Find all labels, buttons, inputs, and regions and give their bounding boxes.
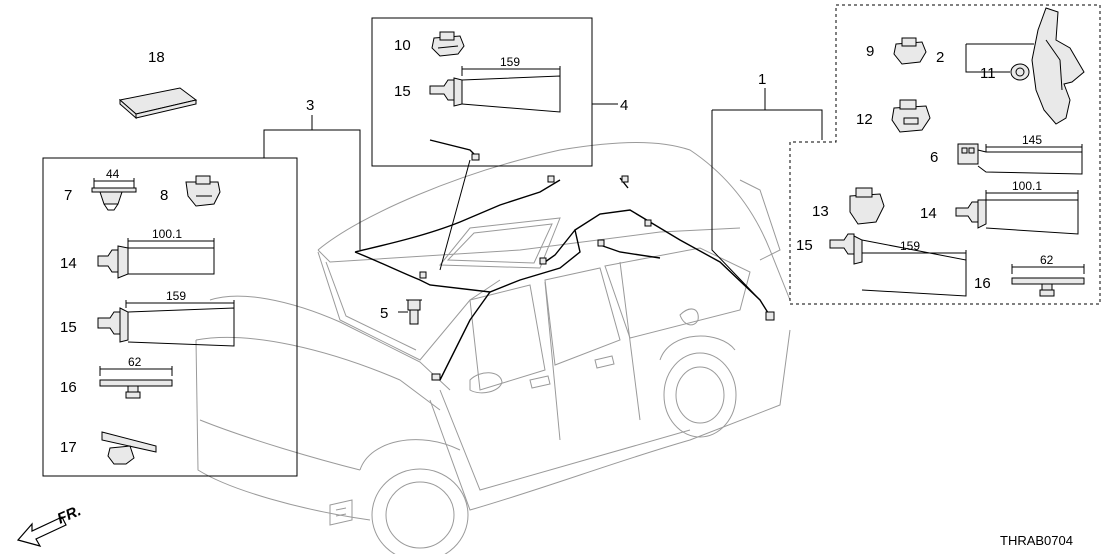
callout-1: 1 bbox=[758, 71, 766, 88]
clip-15-right bbox=[829, 233, 967, 297]
clip-15-top bbox=[429, 66, 561, 113]
dimension-6: 145 bbox=[1022, 133, 1042, 147]
front-marker-label: FR. bbox=[55, 502, 84, 527]
callout-10: 10 bbox=[394, 37, 411, 54]
top-detail-box bbox=[371, 17, 593, 167]
front-arrow-icon bbox=[16, 516, 67, 547]
right-detail-box bbox=[789, 4, 1101, 305]
clip-7 bbox=[91, 178, 137, 211]
callout-6: 6 bbox=[930, 149, 938, 166]
callout-5: 5 bbox=[380, 305, 388, 322]
sensor-bracket-2 bbox=[1031, 7, 1085, 125]
callout-11: 11 bbox=[980, 65, 996, 82]
callout-16-right: 16 bbox=[974, 275, 991, 292]
clip-6 bbox=[957, 143, 1083, 175]
dimension-15-left: 159 bbox=[166, 289, 186, 303]
dimension-7: 44 bbox=[106, 167, 120, 181]
vehicle-outline bbox=[195, 142, 791, 554]
callout-8: 8 bbox=[160, 187, 168, 204]
connector-5 bbox=[406, 299, 422, 325]
callout-3: 3 bbox=[306, 97, 314, 114]
roof-wire-harness bbox=[354, 139, 775, 381]
callout-labels: 18 3 4 1 5 7 44 8 14 100.1 15 159 16 62 … bbox=[55, 37, 1073, 548]
left-detail-box bbox=[42, 157, 298, 477]
dimension-16-left: 62 bbox=[128, 355, 142, 369]
dimension-15-top: 159 bbox=[500, 55, 520, 69]
clip-14-right bbox=[955, 190, 1079, 235]
pad-18 bbox=[118, 87, 198, 120]
dimension-14-right: 100.1 bbox=[1012, 179, 1042, 193]
callout-14-right: 14 bbox=[920, 205, 937, 222]
dimension-14-left: 100.1 bbox=[152, 227, 182, 241]
callout-14-left: 14 bbox=[60, 255, 77, 272]
callout-15-top: 15 bbox=[394, 83, 411, 100]
callout-15-left: 15 bbox=[60, 319, 77, 336]
clip-8 bbox=[185, 175, 221, 207]
callout-18: 18 bbox=[148, 49, 165, 66]
callout-13: 13 bbox=[812, 203, 829, 220]
nut-11 bbox=[1010, 63, 1030, 81]
dimension-16-right: 62 bbox=[1040, 253, 1054, 267]
clip-12 bbox=[891, 99, 931, 133]
clip-9 bbox=[893, 37, 927, 65]
clip-14-left bbox=[97, 238, 215, 279]
clip-17 bbox=[101, 431, 157, 465]
callout-4: 4 bbox=[620, 97, 628, 114]
diagram-code: THRAB0704 bbox=[1000, 533, 1073, 548]
callout-15-right: 15 bbox=[796, 237, 813, 254]
callout-7: 7 bbox=[64, 187, 72, 204]
callout-9: 9 bbox=[866, 43, 874, 60]
leader-lines bbox=[263, 88, 823, 313]
callout-2: 2 bbox=[936, 49, 944, 66]
clip-16-right bbox=[1011, 264, 1085, 297]
clip-13 bbox=[849, 187, 885, 225]
dimension-15-right: 159 bbox=[900, 239, 920, 253]
callout-16-left: 16 bbox=[60, 379, 77, 396]
clip-16-left bbox=[99, 366, 173, 399]
clip-15-left bbox=[97, 300, 235, 347]
callout-17: 17 bbox=[60, 439, 77, 456]
clip-10 bbox=[431, 31, 465, 57]
callout-12: 12 bbox=[856, 111, 873, 128]
